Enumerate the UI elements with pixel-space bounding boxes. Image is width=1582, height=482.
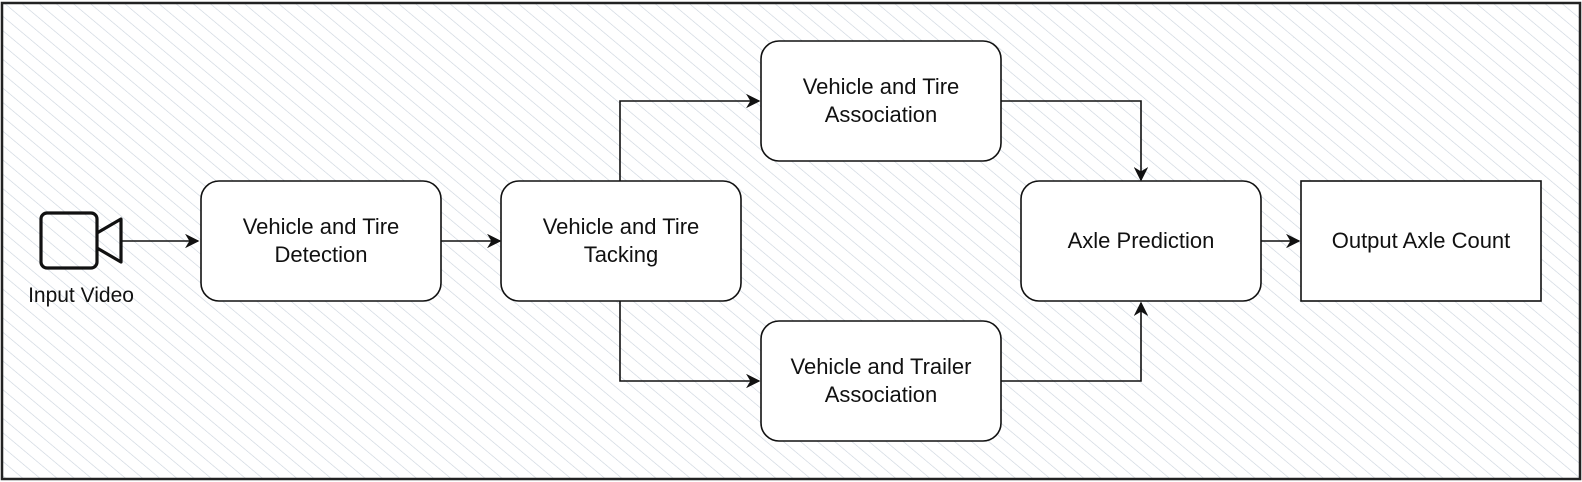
edge-tracking-to-trailer-association [619,301,761,389]
node-tracking-box [500,180,742,302]
node-output-box [1300,180,1542,302]
node-trailer-association-box [760,320,1002,442]
node-detection-box [200,180,442,302]
edge-trailer-association-to-axle [1001,301,1149,382]
video-camera-icon [39,211,123,270]
edge-tire-association-to-axle [1001,100,1149,182]
connectors [122,93,1301,389]
input-video-label: Input Video [28,284,134,307]
nodes [200,40,1542,442]
edge-tracking-to-tire-association [619,93,761,181]
node-axle-prediction-box [1020,180,1262,302]
node-tire-association-box [760,40,1002,162]
